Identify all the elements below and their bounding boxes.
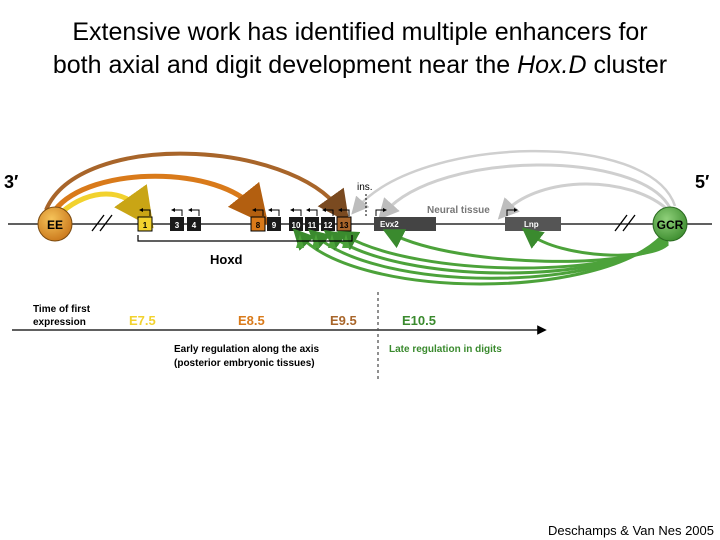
time-label-line-1: Time of first (33, 304, 91, 315)
gene-box-10 (289, 217, 303, 231)
break-mark-left (91, 214, 113, 232)
gene-box-12 (321, 217, 335, 231)
title-line-2-suffix: cluster (586, 51, 668, 79)
gcr-label: GCR (657, 218, 684, 232)
stage-e10-5: E10.5 (402, 313, 436, 328)
gene-box-3 (170, 217, 184, 231)
three-prime-label: 3′ (4, 172, 18, 192)
gene-label-8: 8 (256, 221, 261, 230)
gcr-digit-arcs (292, 227, 670, 286)
gene-label-10: 10 (292, 221, 301, 230)
gene-box-1 (137, 216, 153, 232)
hoxd-cluster-label: Hoxd (210, 252, 243, 267)
stage-e8-5: E8.5 (238, 313, 265, 328)
lnp-label: Lnp (524, 220, 539, 229)
gene-label-11: 11 (308, 221, 317, 230)
title-line-2-italic: Hox.D (517, 51, 587, 79)
slide-title: Extensive work has identified multiple e… (0, 16, 720, 82)
transcription-arrows (139, 208, 518, 216)
gene-label-13: 13 (340, 221, 349, 230)
gene-label-12: 12 (324, 221, 333, 230)
title-line-2-prefix: both axial and digit development near th… (52, 51, 518, 79)
ee-arc-yellow (60, 184, 154, 229)
ee-label: EE (47, 218, 63, 232)
citation: Deschamps & Van Nes 2005 (548, 523, 714, 538)
gene-label-1: 1 (143, 221, 148, 230)
stage-e7-5: E7.5 (129, 313, 156, 328)
ee-arc-brown (44, 151, 350, 224)
gene-box-11 (305, 217, 319, 231)
ee-arc-orange (53, 173, 269, 226)
gene-label-3: 3 (175, 221, 180, 230)
hoxd-cluster-bracket (137, 235, 353, 242)
early-regulation-line-2: (posterior embryonic tissues) (174, 358, 315, 369)
evx2-label: Evx2 (380, 220, 399, 229)
gene-box-4 (187, 217, 201, 231)
gene-label-4: 4 (192, 221, 197, 230)
gene-box-8 (250, 216, 266, 232)
time-label-line-2: expression (33, 317, 86, 328)
neural-tissue-label: Neural tissue (427, 205, 490, 216)
title-line-2: both axial and digit development near th… (0, 49, 720, 82)
gene-label-9: 9 (272, 221, 277, 230)
early-regulation-line-1: Early regulation along the axis (174, 344, 319, 355)
break-mark-right (614, 214, 636, 232)
stage-e9-5: E9.5 (330, 313, 357, 328)
evx2-gene-box (374, 217, 436, 231)
gcr-enhancer-circle (652, 206, 688, 242)
title-line-1: Extensive work has identified multiple e… (72, 18, 648, 46)
late-regulation-label: Late regulation in digits (389, 344, 502, 355)
lnp-gene-box (505, 217, 561, 231)
hoxd-gene-boxes: 1 3 4 8 9 10 11 12 13 (137, 216, 352, 232)
ee-enhancer-circle (37, 206, 73, 242)
gene-box-9 (267, 217, 281, 231)
five-prime-label: 5′ (695, 172, 709, 192)
neural-tissue-arcs (351, 149, 677, 220)
insertion-label: ins. (357, 182, 373, 193)
